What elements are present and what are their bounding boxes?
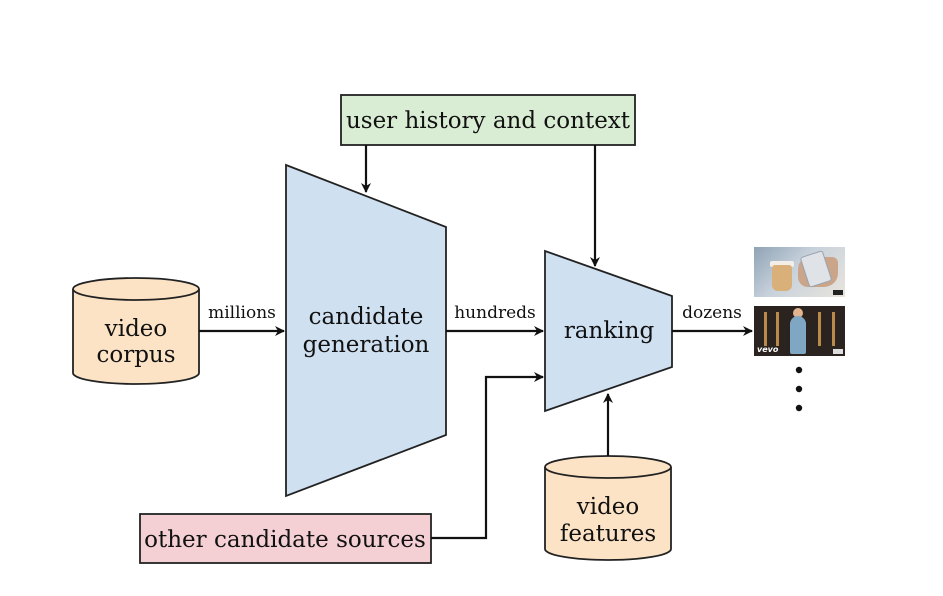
video-features-label-line2: features (560, 521, 656, 547)
video-features-label-line1: video (576, 494, 640, 520)
user-history-context-box: user history and context (340, 94, 636, 146)
dozens-label: dozens (682, 303, 742, 323)
video-thumbnail-phone (754, 247, 845, 297)
video-corpus-label-line2: corpus (96, 342, 175, 368)
candidate-generation-label-line2: generation (303, 332, 430, 358)
ranking-funnel: ranking (544, 249, 673, 413)
video-features-database: video features (544, 455, 672, 561)
candidate-generation-funnel: candidate generation (285, 163, 447, 498)
other-candidate-sources-box: other candidate sources (139, 513, 432, 564)
arrow-other-sources-to-ranking (431, 372, 544, 540)
user-history-context-label: user history and context (346, 108, 631, 134)
video-corpus-database: video corpus (72, 277, 200, 385)
ranking-label: ranking (564, 318, 655, 344)
video-thumbnail-music: vevo (754, 306, 845, 356)
video-corpus-label-line1: video (104, 316, 168, 342)
more-results-ellipsis (795, 366, 803, 412)
candidate-generation-label-line1: candidate (309, 304, 424, 330)
flow-arrows (199, 145, 753, 540)
hundreds-label: hundreds (454, 303, 536, 323)
millions-label: millions (208, 303, 276, 323)
vevo-logo: vevo (757, 345, 779, 354)
other-candidate-sources-label: other candidate sources (144, 527, 426, 553)
